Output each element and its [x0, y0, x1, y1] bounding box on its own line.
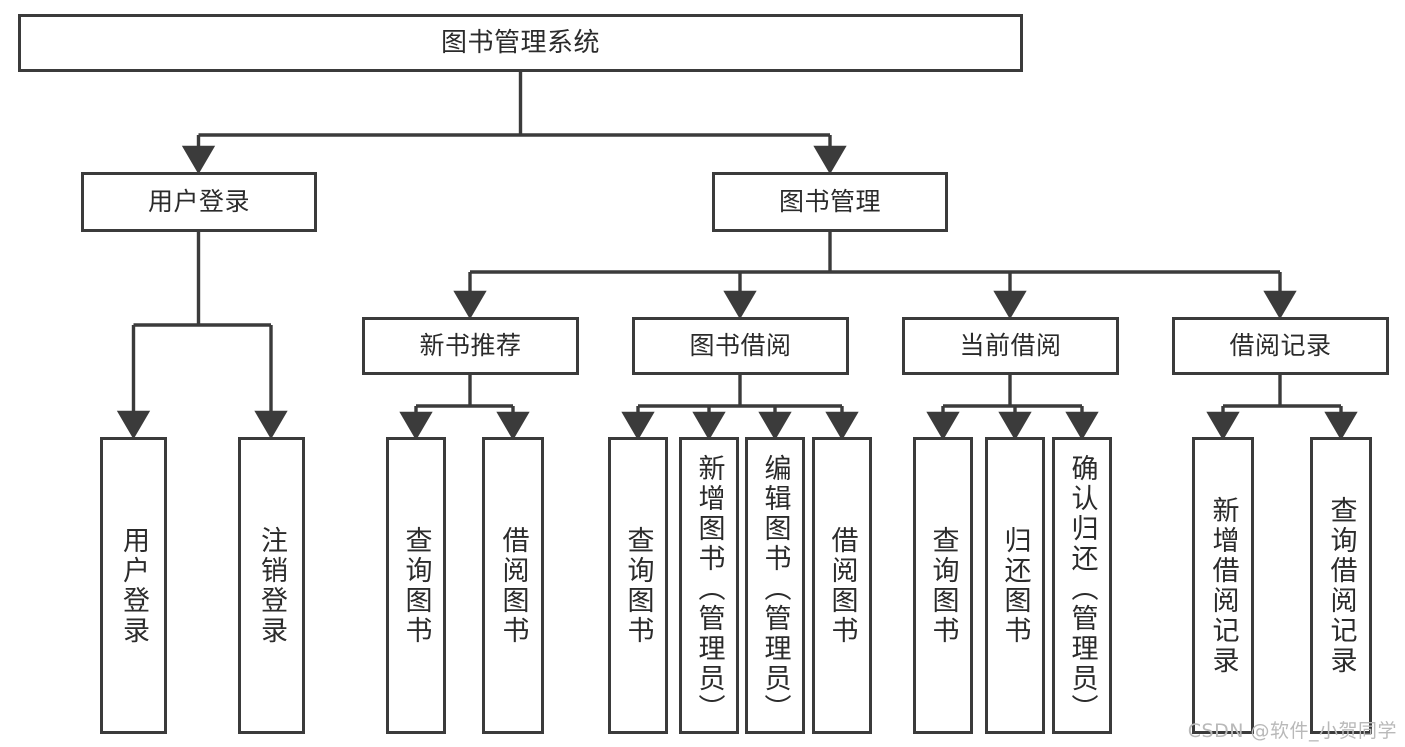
node-leaf-query-book-1-label: 查询图书: [400, 525, 432, 646]
node-current-borrow-label: 当前借阅: [959, 331, 1062, 361]
node-leaf-query-book-3[interactable]: 查询图书: [913, 437, 973, 734]
node-leaf-edit-book-admin[interactable]: 编辑图书（管理员）: [745, 437, 805, 734]
node-leaf-return-book[interactable]: 归还图书: [985, 437, 1045, 734]
node-new-book-recommend[interactable]: 新书推荐: [362, 317, 579, 375]
node-user-login-label: 用户登录: [147, 187, 250, 217]
node-leaf-confirm-return-admin-label: 确认归还（管理员）: [1066, 454, 1098, 724]
node-root[interactable]: 图书管理系统: [18, 14, 1023, 72]
node-leaf-user-login[interactable]: 用户登录: [100, 437, 167, 734]
node-leaf-logout[interactable]: 注销登录: [238, 437, 305, 734]
node-leaf-return-book-label: 归还图书: [999, 525, 1031, 646]
node-leaf-add-book-admin-label: 新增图书（管理员）: [693, 454, 725, 724]
node-leaf-borrow-book-1-label: 借阅图书: [497, 525, 529, 646]
node-leaf-query-book-2-label: 查询图书: [622, 525, 654, 646]
node-leaf-logout-label: 注销登录: [256, 525, 287, 646]
node-leaf-edit-book-admin-label: 编辑图书（管理员）: [759, 454, 791, 724]
node-leaf-add-book-admin[interactable]: 新增图书（管理员）: [679, 437, 739, 734]
node-book-management[interactable]: 图书管理: [712, 172, 948, 232]
node-root-label: 图书管理系统: [440, 27, 600, 58]
node-leaf-borrow-book-2-label: 借阅图书: [826, 525, 858, 646]
node-leaf-query-book-1[interactable]: 查询图书: [386, 437, 446, 734]
node-leaf-borrow-book-2[interactable]: 借阅图书: [812, 437, 872, 734]
watermark: CSDN @软件_小贺同学: [1187, 720, 1397, 742]
node-book-borrow-label: 图书借阅: [689, 331, 792, 361]
node-leaf-query-book-2[interactable]: 查询图书: [608, 437, 668, 734]
node-user-login[interactable]: 用户登录: [81, 172, 317, 232]
node-new-book-recommend-label: 新书推荐: [419, 331, 522, 361]
node-borrow-record-label: 借阅记录: [1229, 331, 1332, 361]
node-leaf-query-borrow-record[interactable]: 查询借阅记录: [1310, 437, 1372, 734]
node-leaf-add-borrow-record-label: 新增借阅记录: [1207, 495, 1239, 676]
node-leaf-add-borrow-record[interactable]: 新增借阅记录: [1192, 437, 1254, 734]
node-leaf-query-book-3-label: 查询图书: [927, 525, 959, 646]
node-leaf-query-borrow-record-label: 查询借阅记录: [1325, 495, 1357, 676]
node-leaf-confirm-return-admin[interactable]: 确认归还（管理员）: [1052, 437, 1112, 734]
node-borrow-record[interactable]: 借阅记录: [1172, 317, 1389, 375]
node-book-management-label: 图书管理: [778, 187, 881, 217]
node-leaf-borrow-book-1[interactable]: 借阅图书: [482, 437, 544, 734]
node-current-borrow[interactable]: 当前借阅: [902, 317, 1119, 375]
node-book-borrow[interactable]: 图书借阅: [632, 317, 849, 375]
node-leaf-user-login-label: 用户登录: [118, 525, 149, 646]
